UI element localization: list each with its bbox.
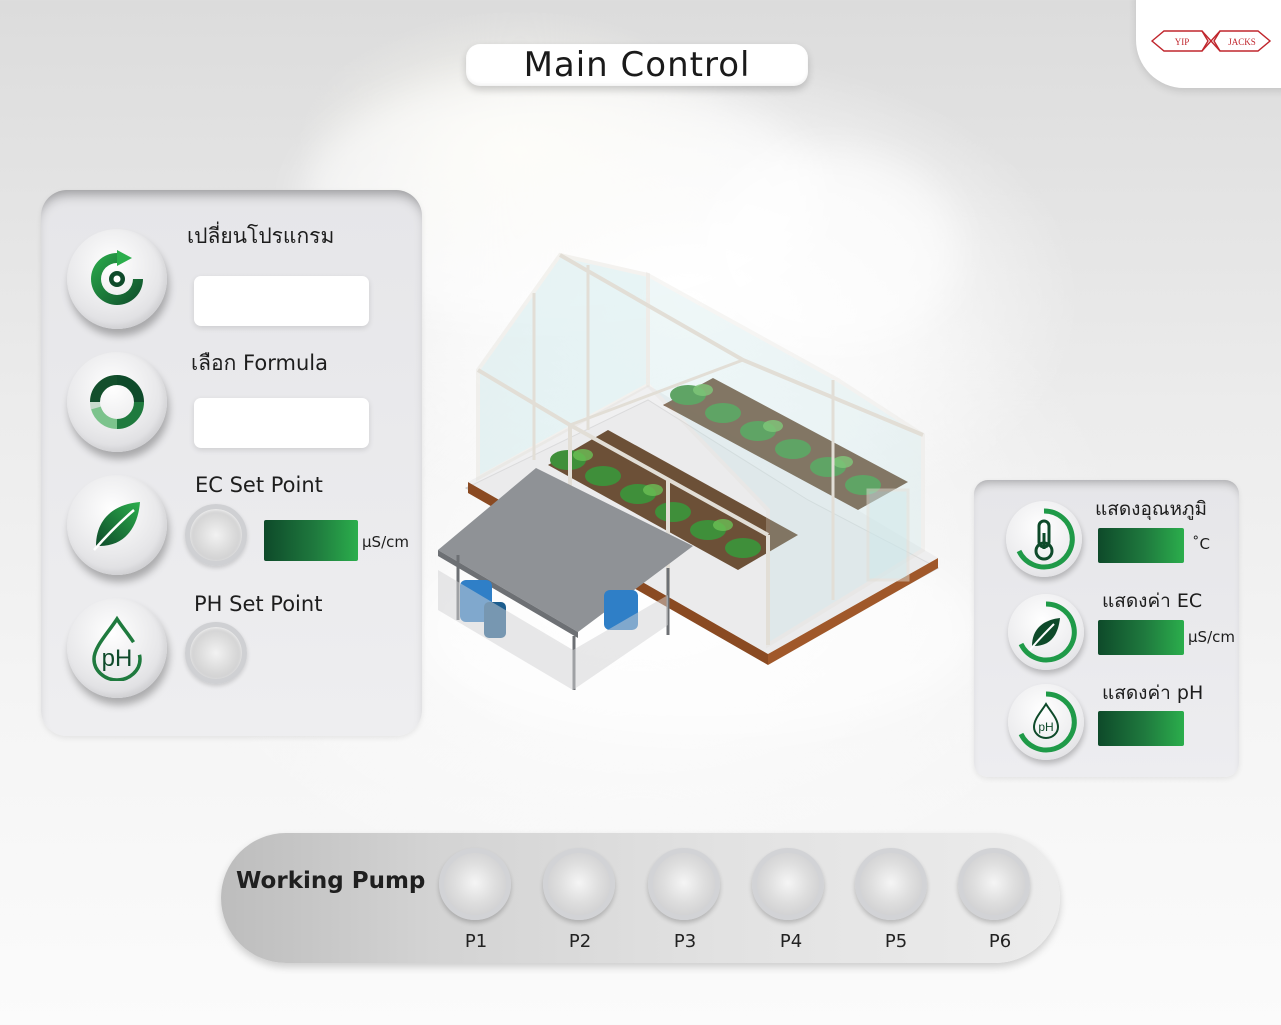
- select-formula-label: เลือก Formula: [191, 351, 328, 375]
- ec-setpoint-value-field[interactable]: [264, 520, 358, 561]
- pump-indicator-p2: [543, 848, 615, 920]
- ec-setpoint-indicator: [185, 504, 247, 566]
- pump-label-p5: P5: [884, 931, 908, 952]
- leaf-icon: [93, 502, 140, 551]
- pump-label-p4: P4: [779, 931, 803, 952]
- pump-indicator-p4: [752, 848, 824, 920]
- pump-label-p2: P2: [568, 931, 592, 952]
- ph-setpoint-label: PH Set Point: [194, 592, 323, 616]
- background-cloud: [700, 150, 960, 350]
- page-title: Main Control: [466, 44, 808, 86]
- greenhouse-illustration: [438, 252, 940, 690]
- working-pump-title: Working Pump: [236, 868, 426, 894]
- pump-indicator-p1: [439, 848, 511, 920]
- ec-value-display: [1098, 620, 1184, 655]
- temperature-gauge: [1006, 501, 1082, 577]
- select-formula-button[interactable]: [67, 352, 167, 452]
- program-input[interactable]: [194, 276, 369, 326]
- ph-value-display: [1098, 711, 1184, 746]
- change-program-button[interactable]: [67, 229, 167, 329]
- ph-setpoint-button[interactable]: pH: [67, 598, 167, 698]
- ph-setpoint-indicator: [185, 622, 247, 684]
- logo-text-left: YIP: [1175, 37, 1190, 47]
- ec-setpoint-unit: µS/cm: [362, 533, 409, 551]
- ec-setpoint-label: EC Set Point: [195, 473, 323, 497]
- refresh-icon: [91, 250, 143, 305]
- pump-label-p6: P6: [988, 931, 1012, 952]
- ph-display-label: แสดงค่า pH: [1102, 682, 1204, 704]
- ph-icon-text: pH: [102, 645, 133, 672]
- pump-indicator-p6: [958, 848, 1030, 920]
- ec-gauge: [1008, 594, 1084, 670]
- pump-indicator-p3: [648, 848, 720, 920]
- company-logo: YIP JACKS: [1150, 30, 1272, 52]
- ph-gauge-icon-text: pH: [1038, 720, 1053, 734]
- donut-ring-icon: [90, 375, 144, 429]
- change-program-label: เปลี่ยนโปรแกรม: [187, 224, 335, 248]
- leaf-icon: [1018, 601, 1077, 663]
- pump-indicator-p5: [855, 848, 927, 920]
- ec-setpoint-button[interactable]: [67, 475, 167, 575]
- working-pump-bar: [221, 833, 1060, 963]
- pump-label-p3: P3: [673, 931, 697, 952]
- ph-drop-icon: pH: [92, 615, 142, 681]
- ec-display-unit: µS/cm: [1188, 628, 1235, 646]
- temperature-label: แสดงอุณหภูมิ: [1095, 498, 1208, 520]
- temperature-unit: ˚C: [1192, 535, 1210, 553]
- temperature-value-display: [1098, 528, 1184, 563]
- formula-input[interactable]: [194, 398, 369, 448]
- thermometer-icon: [1016, 508, 1075, 570]
- ph-gauge: pH: [1008, 684, 1084, 760]
- logo-text-right: JACKS: [1228, 37, 1256, 47]
- ec-display-label: แสดงค่า EC: [1102, 590, 1203, 612]
- pump-label-p1: P1: [464, 931, 488, 952]
- ph-drop-icon: pH: [1018, 691, 1077, 753]
